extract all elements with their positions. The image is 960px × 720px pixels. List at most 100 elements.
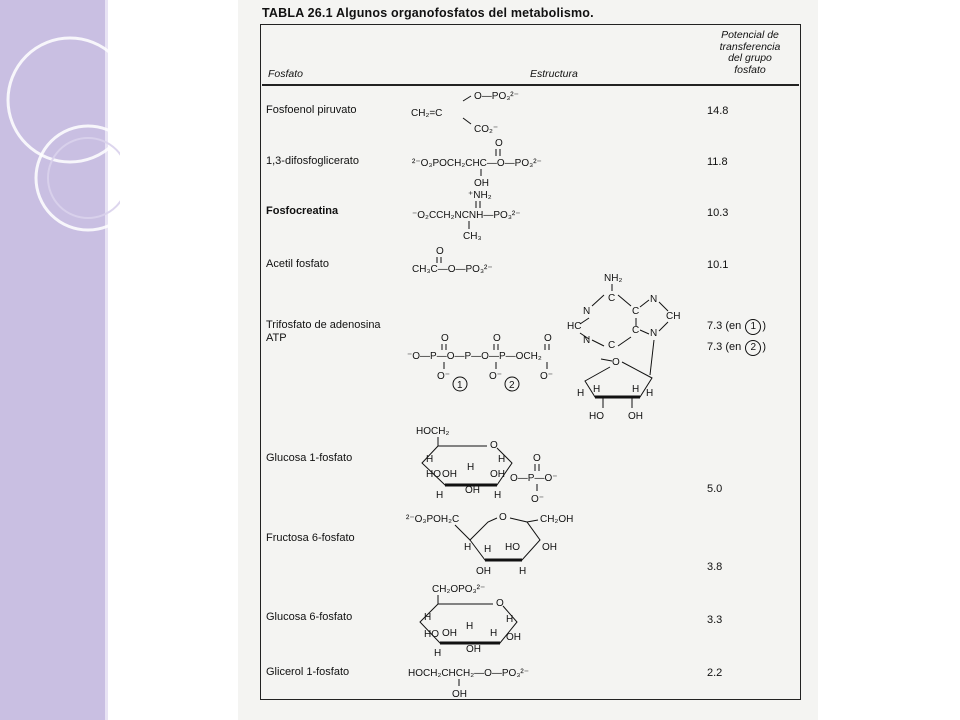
pcr-ch3-text: CH₃: [463, 231, 482, 242]
atp-value-2-text: 7.3 (en: [707, 341, 742, 353]
g6p-h3-text: H: [466, 621, 473, 632]
g6p-ho-text: HO: [424, 629, 439, 640]
g1p-oh3-text: OH: [465, 485, 480, 496]
atp-om2-text: O⁻: [489, 371, 502, 382]
acp-main-text: CH₃C—O—PO₃²⁻: [412, 264, 493, 275]
potential-line-4: fosfato: [734, 63, 766, 76]
g6p-ring-o-text: O: [496, 598, 504, 609]
row-value-dpg: 11.8: [707, 156, 728, 168]
column-header-potential: Potencial de transferencia del grupo fos…: [706, 29, 794, 76]
g1p-h3-text: H: [467, 462, 474, 473]
f6p-oh2-text: OH: [476, 566, 491, 577]
row-value-atp-2: 7.3 (en 2): [707, 340, 766, 356]
adenine-n4-text: N: [583, 335, 590, 346]
adenine-c2-text: C: [632, 306, 639, 317]
pcr-nh2-text: ⁺NH₂: [468, 190, 492, 201]
pep-top-text: O—PO₃²⁻: [474, 91, 519, 102]
f6p-left-text: ²⁻O₃POH₂C: [406, 514, 459, 525]
atp-om1-text: O⁻: [437, 371, 450, 382]
pcr-main-text: ⁻O₂CCH₂NCNH—PO₃²⁻: [412, 210, 521, 221]
row-name-phosphocreatine: Fosfocreatina: [266, 205, 339, 217]
f6p-h1-text: H: [464, 542, 471, 553]
row-name-glycerol-1-phosphate: Glicerol 1-fosfato: [266, 666, 350, 678]
row-name-dpg: 1,3-difosfoglicerato: [266, 155, 359, 167]
row-name-pep: Fosfoenol piruvato: [266, 104, 357, 116]
f6p-h2-text: H: [484, 544, 491, 555]
dpg-o-text: O: [495, 138, 503, 149]
adenine-c1-text: C: [608, 293, 615, 304]
table-frame: [260, 24, 801, 700]
structure-glucose-6-phosphate: CH₂OPO₃²⁻ O H H HO OH H H OH H OH: [419, 584, 521, 659]
row-value-glucose-1-phosphate: 5.0: [707, 483, 723, 495]
g1p-h4-text: H: [436, 490, 443, 501]
row-value-pep: 14.8: [707, 105, 729, 117]
g6p-h1-text: H: [424, 612, 431, 623]
row-name-glucose-6-phosphate: Glucosa 6-fosfato: [266, 611, 353, 623]
sidebar-edge: [105, 0, 108, 720]
row-name-acetyl-phosphate: Acetil fosfato: [266, 258, 329, 270]
ribose-oh-text: OH: [628, 411, 643, 422]
row-value-atp-1: 7.3 (en 1): [707, 319, 766, 335]
f6p-ring-o-text: O: [499, 512, 507, 523]
adenine-c3-text: C: [632, 325, 639, 336]
atp-o1-text: O: [441, 333, 449, 344]
g1p-ring-o-text: O: [490, 440, 498, 451]
table-title: TABLA 26.1 Algunos organofosfatos del me…: [262, 6, 594, 20]
g6p-oh2-text: OH: [506, 632, 521, 643]
adenine-n1-text: N: [583, 306, 590, 317]
g1p-phos-text: O—P—O⁻: [510, 473, 558, 484]
potential-line-1: Potencial de: [721, 29, 779, 41]
atp-circle2-text: 2: [509, 380, 515, 391]
row-value-acetyl-phosphate: 10.1: [707, 259, 729, 271]
circle-marker-1: 1: [745, 319, 762, 335]
g1p-po-text: O: [533, 453, 541, 464]
g6p-h5-text: H: [434, 648, 441, 659]
g1p-om-text: O⁻: [531, 494, 544, 505]
adenine-n3-text: N: [650, 328, 657, 339]
structure-acetyl-phosphate: O CH₃C—O—PO₃²⁻: [412, 246, 493, 275]
f6p-h3-text: H: [519, 566, 526, 577]
ribose-h1-text: H: [577, 388, 584, 399]
dpg-oh-text: OH: [474, 178, 489, 189]
ribose-h4-text: H: [646, 388, 653, 399]
scanned-page: [238, 0, 818, 720]
acp-o-text: O: [436, 246, 444, 257]
g1p-hoch2-text: HOCH₂: [416, 426, 449, 437]
ribose-ho-text: HO: [589, 411, 604, 422]
pep-left-text: CH₂=C: [411, 108, 442, 119]
column-header-phosphate: Fosfato: [268, 68, 304, 80]
row-name-fructose-6-phosphate: Fructosa 6-fosfato: [266, 532, 355, 544]
g6p-oh3-text: OH: [466, 644, 481, 655]
row-value-phosphocreatine: 10.3: [707, 207, 729, 219]
structure-fructose-6-phosphate: ²⁻O₃POH₂C O CH₂OH H OH H HO OH H: [406, 512, 573, 577]
row-value-glucose-6-phosphate: 3.3: [707, 614, 723, 626]
adenine-ch-text: CH: [666, 311, 680, 322]
g6p-h2-text: H: [506, 614, 513, 625]
g6p-h4-text: H: [490, 628, 497, 639]
g1p-h5-text: H: [494, 490, 501, 501]
structure-pep: O—PO₃²⁻ CH₂=C CO₂⁻: [411, 91, 519, 135]
gly-main-text: HOCH₂CHCH₂—O—PO₃²⁻: [408, 668, 529, 679]
gly-oh-text: OH: [452, 689, 467, 700]
f6p-ho-text: HO: [505, 542, 520, 553]
structure-glucose-1-phosphate: HOCH₂ O H H HO OH H OH H OH H O O—P—O⁻ O…: [416, 426, 558, 505]
slide-sidebar: [0, 0, 105, 720]
f6p-right-text: CH₂OH: [540, 514, 573, 525]
atp-o2-text: O: [493, 333, 501, 344]
g6p-top-text: CH₂OPO₃²⁻: [432, 584, 485, 595]
row-value-fructose-6-phosphate: 3.8: [707, 561, 723, 573]
structure-glycerol-1-phosphate: HOCH₂CHCH₂—O—PO₃²⁻ OH: [408, 668, 529, 700]
ribose-h3-text: H: [632, 384, 639, 395]
circle-marker-2: 2: [745, 340, 762, 356]
row-value-glycerol-1-phosphate: 2.2: [707, 667, 723, 679]
adenine-n2-text: N: [650, 294, 657, 305]
row-name-glucose-1-phosphate: Glucosa 1-fosfato: [266, 452, 353, 464]
adenine-nh2-text: NH₂: [604, 273, 622, 284]
adenine-hc-text: HC: [567, 321, 581, 332]
pep-bottom-text: CO₂⁻: [474, 124, 498, 135]
row-name-atp: Trifosfato de adenosina: [266, 319, 381, 331]
atp-o3-text: O: [544, 333, 552, 344]
atp-value-1-text: 7.3 (en: [707, 320, 742, 332]
adenine-c4-text: C: [608, 340, 615, 351]
